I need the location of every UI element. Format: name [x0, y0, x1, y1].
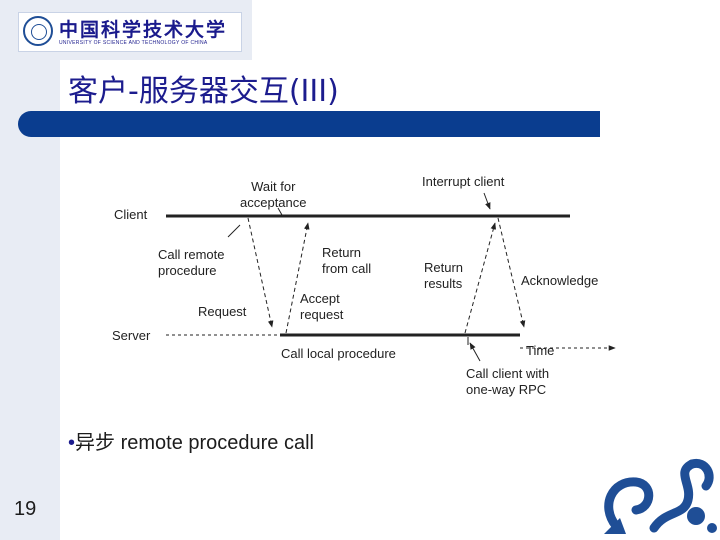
request-label: Request — [198, 304, 247, 319]
bullet-item: •异步 remote procedure call — [68, 426, 314, 455]
acknowledge-arrow — [497, 217, 526, 328]
interrupt-pointer — [483, 192, 491, 210]
accept-arrow — [285, 222, 310, 334]
interrupt-client-label: Interrupt client — [422, 174, 505, 189]
client-label: Client — [114, 207, 148, 222]
bullet-marker: • — [68, 432, 76, 454]
server-label: Server — [112, 328, 151, 343]
rpc-timeline-diagram: Client Server Wait for acceptance Interr… — [100, 165, 620, 405]
accept-request-label: Accept request — [300, 291, 344, 322]
call-remote-pointer — [227, 224, 241, 238]
diagram-lines — [166, 192, 616, 362]
acknowledge-label: Acknowledge — [521, 273, 599, 288]
wait-for-acceptance-label: Wait for acceptance — [240, 179, 307, 210]
call-local-procedure-label: Call local procedure — [281, 346, 396, 361]
request-arrow — [247, 217, 274, 328]
side-band — [0, 0, 60, 540]
university-seal-icon — [23, 16, 53, 46]
logo-chinese-name: 中国科学技术大学 — [59, 19, 228, 41]
university-logo: 中国科学技术大学 UNIVERSITY OF SCIENCE AND TECHN… — [0, 0, 252, 60]
bullet-text: 异步 remote procedure call — [75, 432, 314, 454]
wait-pointer — [277, 207, 283, 216]
return-from-call-label: Return from call — [322, 245, 372, 276]
time-label: Time — [526, 343, 555, 358]
call-client-pointer — [469, 342, 481, 362]
logo-panel: 中国科学技术大学 UNIVERSITY OF SCIENCE AND TECHN… — [18, 12, 242, 52]
page-number: 19 — [14, 498, 37, 520]
dragon-emblem-icon — [604, 458, 717, 534]
title-underline-bar — [18, 111, 600, 137]
return-results-label: Return results — [424, 260, 464, 291]
slide-title: 客户-服务器交互(III) — [68, 74, 339, 109]
return-results-arrow — [464, 222, 497, 334]
call-remote-procedure-label: Call remote procedure — [158, 247, 225, 278]
logo-english-name: UNIVERSITY OF SCIENCE AND TECHNOLOGY OF … — [59, 40, 208, 46]
call-client-one-way-rpc-label: Call client with one-way RPC — [466, 366, 550, 397]
